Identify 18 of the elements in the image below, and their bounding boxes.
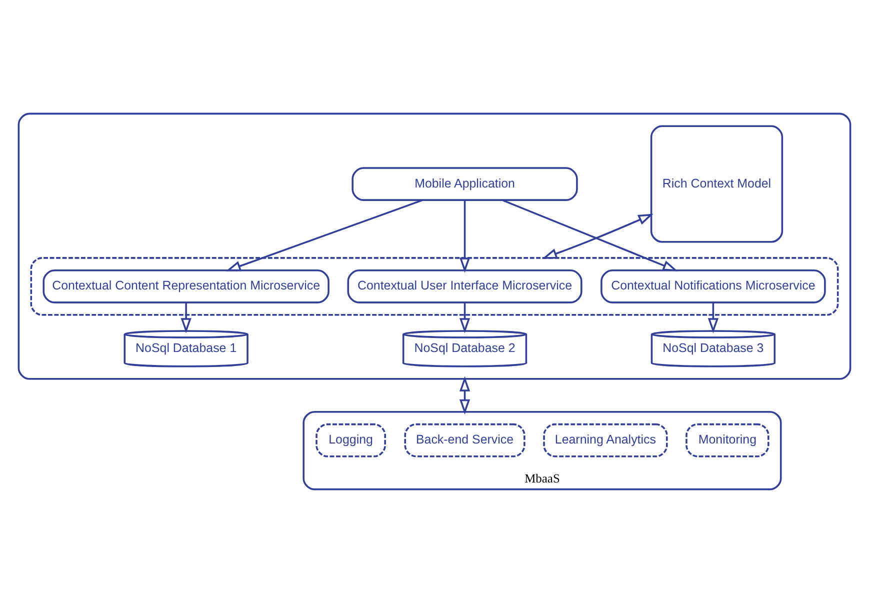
arrow — [459, 376, 470, 415]
arrow — [708, 302, 718, 334]
node-box: Logging — [316, 423, 386, 458]
arrow — [542, 214, 654, 259]
node-box: Contextual User Interface Microservice — [347, 270, 582, 304]
arrow — [459, 200, 470, 273]
node-box: Back-end Service — [404, 423, 526, 458]
node-box: Monitoring — [686, 423, 770, 458]
arrow — [226, 199, 424, 272]
node-box: Contextual Content Representation Microservice — [42, 270, 330, 304]
cluster — [18, 112, 852, 380]
node-box: Learning Analytics — [543, 423, 668, 458]
node-box: Mobile Application — [352, 167, 578, 201]
node-box: Contextual Notifications Microservice — [600, 270, 826, 304]
node-box: Rich Context Model — [650, 125, 784, 243]
arrow — [502, 199, 678, 272]
arrow — [459, 302, 470, 334]
arrow — [180, 302, 192, 334]
